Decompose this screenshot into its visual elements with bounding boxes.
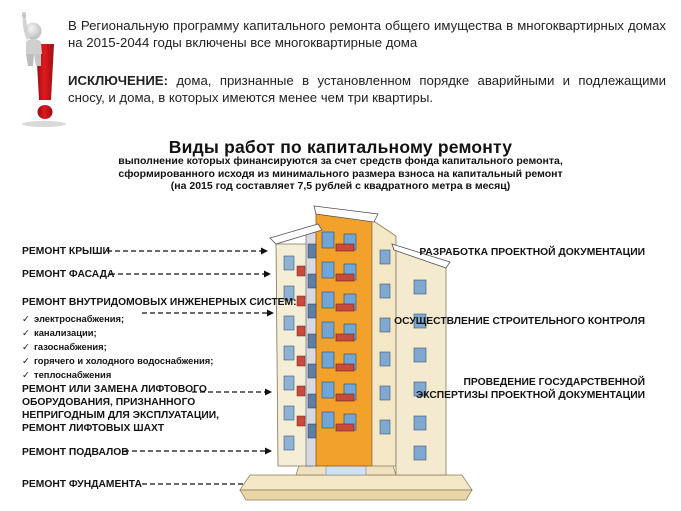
list-item: ✓электроснабжения; — [22, 313, 125, 324]
label-elevator-line-2: ОБОРУДОВАНИЯ, ПРИЗНАННОГО — [22, 397, 196, 408]
check-icon: ✓ — [22, 355, 30, 366]
intro-paragraph: В Региональную программу капитального ре… — [68, 17, 666, 51]
strip-windows — [307, 243, 317, 439]
building-illustration — [107, 205, 473, 501]
label-elevator-line-3: НЕПРИГОДНЫМ ДЛЯ ЭКСПЛУАТАЦИИ, — [22, 410, 220, 421]
list-item: ✓газоснабжения; — [22, 341, 107, 352]
exclamation-figure-icon — [22, 12, 66, 127]
label-engineering-systems: РЕМОНТ ВНУТРИДОМОВЫХ ИНЖЕНЕРНЫХ СИСТЕМ: — [22, 297, 297, 308]
list-item: ✓теплоснабжения — [22, 369, 112, 380]
subtitle-line-3: (на 2015 год составляет 7,5 рублей с ква… — [170, 180, 511, 193]
exception-paragraph: ИСКЛЮЧЕНИЕ: дома, признанные в установле… — [68, 72, 666, 106]
label-expertise-line-1: ПРОВЕДЕНИЕ ГОСУДАРСТВЕННОЙ — [463, 377, 645, 388]
subtitle-line-2: сформированного исходя из минимального р… — [118, 167, 563, 180]
arrow-heads — [257, 247, 274, 488]
label-facade-repair: РЕМОНТ ФАСАДА — [22, 269, 115, 280]
arrows — [107, 250, 268, 485]
subtitle-line-1: выполнение которых финансируются за счет… — [118, 155, 563, 167]
label-elevator-line-1: РЕМОНТ ИЛИ ЗАМЕНА ЛИФТОВОГО — [22, 384, 207, 395]
label-foundation-repair: РЕМОНТ ФУНДАМЕНТА — [22, 479, 142, 490]
page-title: Виды работ по капитальному ремонту — [168, 137, 513, 157]
list-item: ✓горячего и холодного водоснабжения; — [22, 355, 214, 366]
label-design-documentation: РАЗРАБОТКА ПРОЕКТНОЙ ДОКУМЕНТАЦИИ — [419, 247, 645, 258]
label-basement-repair: РЕМОНТ ПОДВАЛОВ — [22, 447, 129, 458]
exception-label: ИСКЛЮЧЕНИЕ: — [68, 73, 168, 88]
balconies — [335, 243, 355, 432]
exception-text: дома, признанные в установленном порядке… — [68, 73, 666, 105]
check-icon: ✓ — [22, 369, 30, 380]
label-expertise-line-2: ЭКСПЕРТИЗЫ ПРОЕКТНОЙ ДОКУМЕНТАЦИИ — [415, 390, 645, 401]
left-red-panels — [296, 265, 306, 427]
list-item: ✓канализации; — [22, 327, 97, 338]
intro-text: В Региональную программу капитального ре… — [68, 18, 666, 50]
front-windows — [321, 231, 357, 431]
label-roof-repair: РЕМОНТ КРЫШИ — [22, 246, 110, 257]
left-wall-windows — [283, 255, 295, 451]
engineering-systems-list: ✓электроснабжения; ✓канализации; ✓газосн… — [22, 312, 213, 382]
check-icon: ✓ — [22, 313, 30, 324]
check-icon: ✓ — [22, 341, 30, 352]
label-construction-control: ОСУЩЕСТВЛЕНИЕ СТРОИТЕЛЬНОГО КОНТРОЛЯ — [394, 316, 645, 327]
check-icon: ✓ — [22, 327, 30, 338]
label-elevator-line-4: РЕМОНТ ЛИФТОВЫХ ШАХТ — [22, 423, 165, 434]
side-windows — [379, 249, 427, 461]
